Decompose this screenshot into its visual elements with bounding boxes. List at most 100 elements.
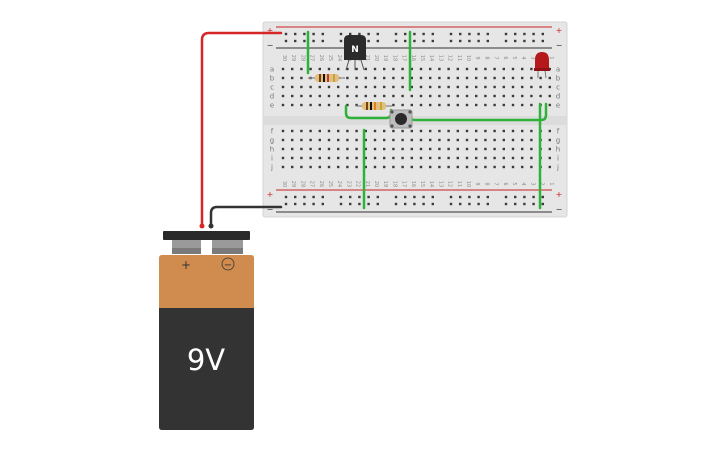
breadboard-hole (410, 138, 413, 142)
breadboard-hole (493, 156, 496, 160)
breadboard-hole (502, 67, 505, 71)
column-number: 24 (336, 55, 342, 61)
breadboard-hole (339, 202, 343, 206)
breadboard-hole (291, 85, 294, 89)
row-letter: b (556, 75, 561, 83)
breadboard-hole (401, 138, 404, 142)
breadboard-hole (419, 76, 423, 80)
rail-minus-bottom-right: − (556, 205, 563, 214)
breadboard-hole (401, 165, 404, 169)
breadboard-hole (465, 147, 469, 151)
breadboard-hole (486, 32, 489, 36)
breadboard-hole (456, 94, 459, 98)
breadboard-hole (514, 202, 517, 206)
breadboard-hole (346, 129, 349, 133)
breadboard-hole (530, 85, 533, 89)
breadboard-hole (309, 85, 312, 89)
breadboard-hole (281, 94, 285, 98)
breadboard-hole (484, 165, 487, 169)
breadboard-hole (383, 94, 386, 98)
breadboard-hole (502, 129, 505, 133)
breadboard-hole (410, 94, 413, 98)
breadboard-hole (419, 67, 423, 71)
column-number: 30 (281, 55, 287, 61)
breadboard-hole (465, 129, 469, 133)
breadboard-hole (429, 156, 432, 160)
breadboard-hole (438, 165, 441, 169)
column-number: 7 (493, 56, 499, 59)
breadboard-hole (383, 165, 386, 169)
breadboard-hole (493, 165, 496, 169)
breadboard-hole (291, 76, 294, 80)
breadboard-hole (541, 32, 544, 36)
breadboard-hole (493, 67, 496, 71)
breadboard-hole (281, 156, 285, 160)
breadboard-hole (429, 85, 432, 89)
column-number: 20 (373, 181, 379, 187)
breadboard-hole (429, 138, 432, 142)
breadboard-hole (294, 195, 297, 199)
breadboard-hole (346, 76, 349, 80)
column-number: 3 (529, 56, 535, 59)
row-letter: c (270, 84, 274, 92)
breadboard-hole (383, 85, 386, 89)
breadboard-hole (281, 103, 285, 107)
breadboard-hole (502, 94, 505, 98)
column-number: 15 (419, 55, 425, 61)
breadboard-hole (327, 156, 331, 160)
battery-body (159, 308, 254, 430)
battery-voltage-label: 9V (187, 343, 225, 377)
breadboard-hole (383, 129, 386, 133)
breadboard-hole (281, 129, 285, 133)
rail-minus-top-right: − (556, 41, 563, 50)
breadboard-hole (484, 94, 487, 98)
breadboard-hole (373, 138, 377, 142)
breadboard-hole (355, 147, 358, 151)
breadboard-hole (284, 39, 288, 43)
breadboard-hole (477, 39, 480, 43)
column-number: 16 (410, 181, 416, 187)
breadboard-hole (456, 138, 459, 142)
breadboard-hole (431, 39, 434, 43)
breadboard-hole (514, 195, 517, 199)
breadboard-hole (337, 103, 340, 107)
breadboard-hole (511, 67, 515, 71)
breadboard-hole (394, 32, 398, 36)
column-number: 8 (483, 182, 489, 185)
breadboard-hole (456, 156, 459, 160)
column-number: 26 (318, 55, 324, 61)
breadboard-hole (281, 76, 285, 80)
breadboard-hole (475, 94, 478, 98)
breadboard-hole (475, 147, 478, 151)
breadboard-hole (373, 76, 377, 80)
breadboard-hole (429, 94, 432, 98)
breadboard-hole (300, 94, 303, 98)
breadboard-hole (502, 85, 505, 89)
column-number: 9 (474, 182, 480, 185)
breadboard-hole (392, 129, 395, 133)
breadboard-hole (456, 147, 459, 151)
breadboard-hole (419, 147, 423, 151)
breadboard-hole (456, 165, 459, 169)
column-number: 17 (401, 181, 407, 187)
breadboard-hole (493, 94, 496, 98)
column-number: 7 (493, 182, 499, 185)
breadboard-hole (511, 76, 515, 80)
breadboard-hole (367, 202, 370, 206)
breadboard-hole (511, 103, 515, 107)
breadboard-hole (355, 129, 358, 133)
column-number: 25 (327, 55, 333, 61)
breadboard-hole (318, 85, 321, 89)
breadboard-hole (419, 156, 423, 160)
breadboard-hole (447, 165, 450, 169)
column-number: 18 (391, 181, 397, 187)
breadboard-hole (419, 165, 423, 169)
breadboard-hole (401, 67, 404, 71)
breadboard-hole (318, 129, 321, 133)
breadboard-hole (431, 195, 434, 199)
breadboard-hole (339, 39, 343, 43)
breadboard-hole (401, 76, 404, 80)
column-number: 4 (520, 56, 526, 59)
transistor-icon (344, 35, 366, 60)
breadboard-hole (422, 32, 425, 36)
